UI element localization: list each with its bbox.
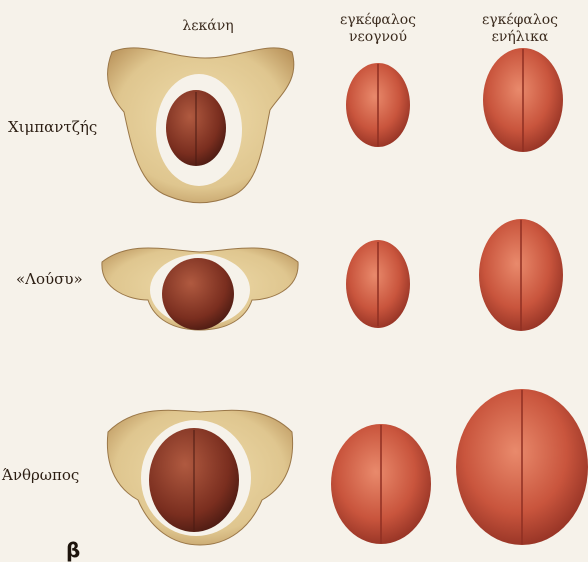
head-lucy: [162, 258, 234, 330]
brain-adult-human: [456, 389, 588, 545]
pelvis-human: [107, 410, 292, 545]
brain-adult-chimpanzee: [483, 48, 563, 152]
brain-newborn-lucy: [346, 240, 410, 328]
pelvis-chimpanzee: [108, 48, 294, 203]
pelvis-lucy: [102, 248, 298, 330]
brain-newborn-human: [331, 424, 431, 544]
brain-adult-lucy: [479, 219, 563, 331]
brain-newborn-chimpanzee: [346, 63, 410, 147]
